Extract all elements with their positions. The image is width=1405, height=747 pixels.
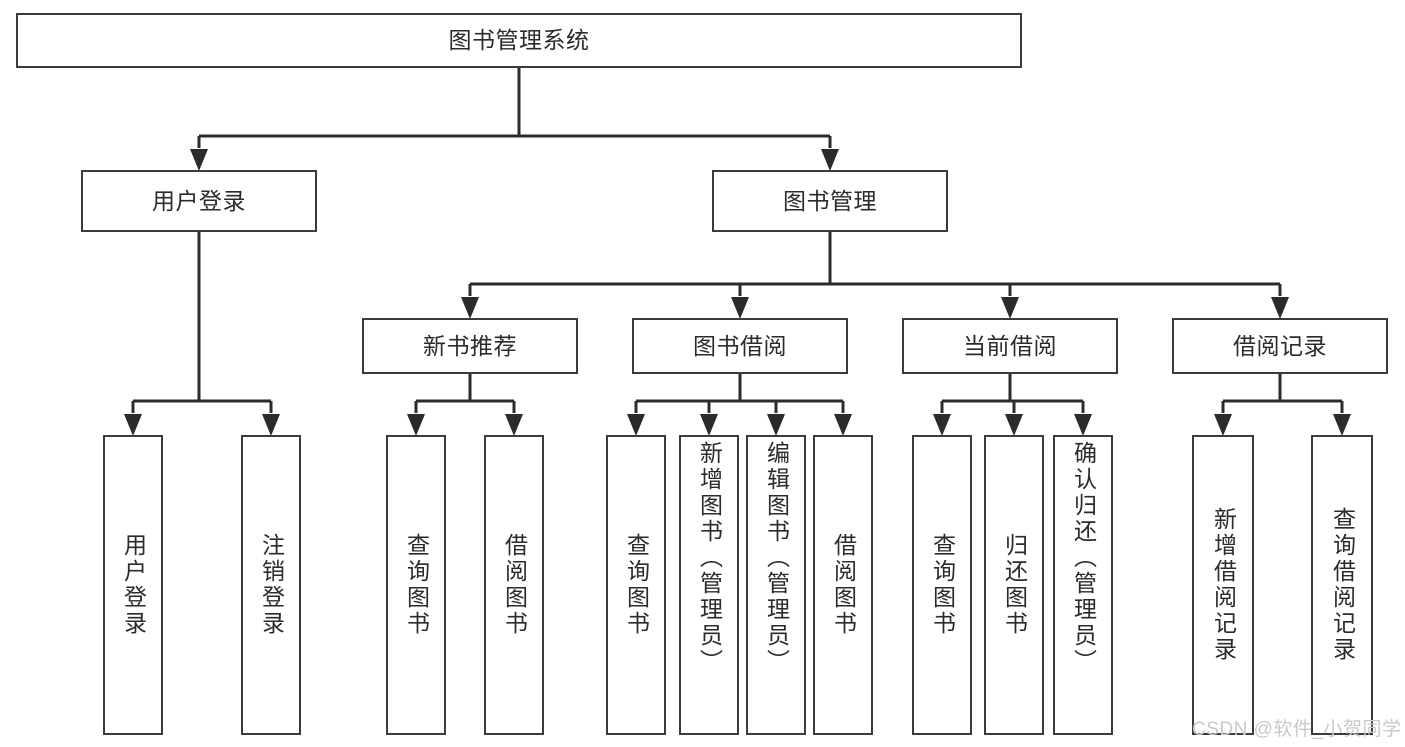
- node-leaf-borrow-book-1-label: 借阅图书: [501, 533, 528, 637]
- arrowhead-leaf-edit-book: [767, 414, 785, 436]
- arrowhead-current-borrow: [1001, 297, 1019, 319]
- arrowhead-leaf-return-book: [1005, 414, 1023, 436]
- node-root-label: 图书管理系统: [448, 27, 590, 54]
- arrowhead-leaf-user-login: [124, 414, 142, 436]
- arrowhead-book-borrow: [731, 297, 749, 319]
- arrowhead-leaf-borrow-book-1: [505, 414, 523, 436]
- node-borrow-record-label: 借阅记录: [1233, 332, 1327, 359]
- node-leaf-add-record-label: 新增借阅记录: [1210, 507, 1237, 663]
- arrowhead-leaf-query-record: [1333, 414, 1351, 436]
- node-leaf-borrow-book-1[interactable]: 借阅图书: [484, 435, 544, 735]
- arrowhead-book-manage: [821, 149, 839, 171]
- node-book-manage-label: 图书管理: [783, 187, 877, 214]
- node-user-login[interactable]: 用户登录: [81, 170, 317, 232]
- node-leaf-add-book-label: 新增图书（管理员）: [696, 441, 723, 675]
- node-borrow-record[interactable]: 借阅记录: [1172, 318, 1388, 374]
- node-current-borrow[interactable]: 当前借阅: [902, 318, 1118, 374]
- node-leaf-query-book-2[interactable]: 查询图书: [606, 435, 666, 735]
- node-leaf-return-book-label: 归还图书: [1001, 533, 1028, 637]
- node-new-book-rec-label: 新书推荐: [423, 332, 517, 359]
- node-leaf-logout[interactable]: 注销登录: [241, 435, 301, 735]
- node-leaf-edit-book[interactable]: 编辑图书（管理员）: [746, 435, 806, 735]
- node-leaf-add-record[interactable]: 新增借阅记录: [1192, 435, 1254, 735]
- node-leaf-confirm-return[interactable]: 确认归还（管理员）: [1053, 435, 1113, 735]
- node-book-borrow[interactable]: 图书借阅: [632, 318, 848, 374]
- node-leaf-query-record[interactable]: 查询借阅记录: [1311, 435, 1373, 735]
- arrowhead-borrow-record: [1271, 297, 1289, 319]
- node-leaf-query-book-1-label: 查询图书: [403, 533, 430, 637]
- arrowhead-leaf-borrow-book-2: [834, 414, 852, 436]
- arrowhead-leaf-confirm-return: [1074, 414, 1092, 436]
- arrowhead-leaf-query-book-2: [627, 414, 645, 436]
- arrowhead-leaf-query-book-3: [933, 414, 951, 436]
- watermark-label: CSDN @软件_小贺同学: [1192, 719, 1402, 740]
- node-leaf-user-login[interactable]: 用户登录: [103, 435, 163, 735]
- arrowhead-leaf-query-book-1: [407, 414, 425, 436]
- node-leaf-user-login-label: 用户登录: [120, 533, 147, 637]
- arrowhead-leaf-add-record: [1214, 414, 1232, 436]
- node-current-borrow-label: 当前借阅: [963, 332, 1057, 359]
- arrowhead-new-book-rec: [461, 297, 479, 319]
- node-leaf-query-book-3-label: 查询图书: [929, 533, 956, 637]
- arrowhead-user-login: [190, 149, 208, 171]
- node-leaf-borrow-book-2[interactable]: 借阅图书: [813, 435, 873, 735]
- node-leaf-borrow-book-2-label: 借阅图书: [830, 533, 857, 637]
- node-user-login-label: 用户登录: [152, 187, 246, 214]
- arrowhead-leaf-logout: [262, 414, 280, 436]
- node-root[interactable]: 图书管理系统: [16, 13, 1022, 68]
- node-leaf-add-book[interactable]: 新增图书（管理员）: [679, 435, 739, 735]
- node-book-manage[interactable]: 图书管理: [712, 170, 948, 232]
- node-leaf-return-book[interactable]: 归还图书: [984, 435, 1044, 735]
- node-leaf-confirm-return-label: 确认归还（管理员）: [1070, 441, 1097, 675]
- node-new-book-rec[interactable]: 新书推荐: [362, 318, 578, 374]
- node-leaf-query-book-2-label: 查询图书: [623, 533, 650, 637]
- node-leaf-edit-book-label: 编辑图书（管理员）: [763, 441, 790, 675]
- node-leaf-query-book-3[interactable]: 查询图书: [912, 435, 972, 735]
- node-leaf-logout-label: 注销登录: [258, 533, 285, 637]
- node-leaf-query-record-label: 查询借阅记录: [1329, 507, 1356, 663]
- node-leaf-query-book-1[interactable]: 查询图书: [386, 435, 446, 735]
- arrowhead-leaf-add-book: [700, 414, 718, 436]
- node-book-borrow-label: 图书借阅: [693, 332, 787, 359]
